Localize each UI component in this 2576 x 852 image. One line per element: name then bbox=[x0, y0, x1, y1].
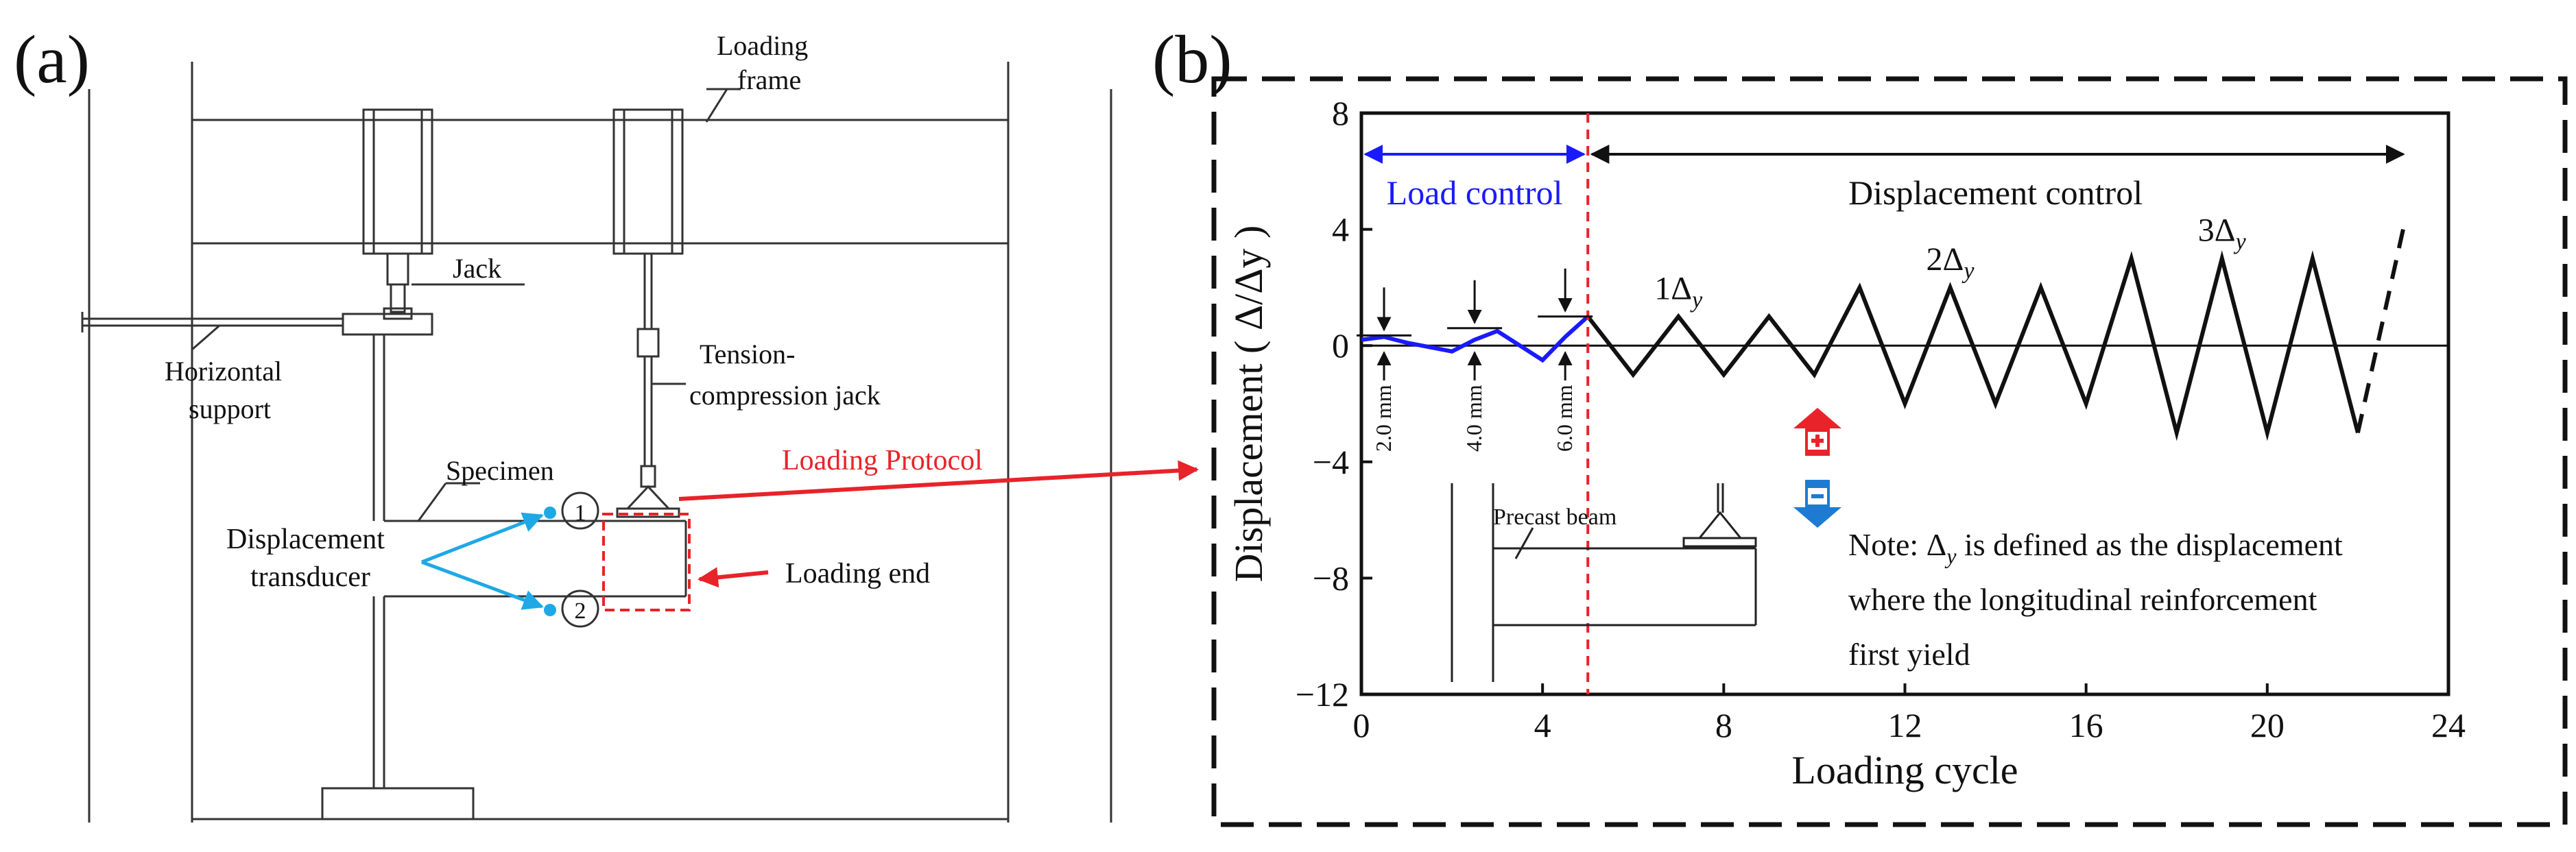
label-horizontal-support: Horizontal bbox=[165, 356, 282, 387]
panel-b-border bbox=[1211, 76, 2568, 827]
inset-precast-beam bbox=[1451, 483, 1757, 682]
y-tick-label-0: −12 bbox=[1296, 675, 1349, 714]
loading-end-arrow bbox=[697, 567, 769, 588]
panel-a-labels: (a) Loading frame Jack Horizontal suppor… bbox=[14, 21, 983, 624]
panel-a-test-setup bbox=[81, 62, 1112, 823]
x-tick-label-6: 24 bbox=[2431, 706, 2466, 744]
mm-label-1: 2.0 mm bbox=[1371, 385, 1396, 452]
sensor-2-label: 2 bbox=[575, 598, 586, 624]
note-line-2: where the longitudinal reinforcement bbox=[1848, 582, 2317, 617]
x-tick-label-4: 16 bbox=[2069, 706, 2103, 744]
label-horizontal-support-2: support bbox=[189, 393, 271, 424]
label-loading-protocol: Loading Protocol bbox=[782, 445, 983, 476]
transducer-arrows bbox=[421, 512, 544, 610]
transducer-dot-1 bbox=[544, 507, 556, 519]
note: Note: Δy is defined as the displacement … bbox=[1848, 527, 2343, 672]
label-jack: Jack bbox=[453, 253, 501, 284]
label-transducer: Displacement bbox=[226, 524, 385, 555]
amplitude-label-2: 2Δy bbox=[1927, 241, 1975, 284]
push-pull-icon bbox=[1793, 408, 1841, 528]
label-loading-frame-2: frame bbox=[737, 64, 801, 95]
sensor-1-label: 1 bbox=[575, 500, 586, 526]
amplitude-label-1: 1Δy bbox=[1654, 270, 1703, 313]
transducer-dot-2 bbox=[544, 604, 556, 616]
panel-b-label: (b) bbox=[1152, 21, 1232, 97]
label-loading-end: Loading end bbox=[785, 558, 930, 589]
load-control-label: Load control bbox=[1387, 173, 1563, 212]
mm-label-2: 4.0 mm bbox=[1462, 385, 1486, 452]
panel-a-label: (a) bbox=[14, 21, 90, 97]
y-tick-label-5: 8 bbox=[1332, 94, 1349, 132]
y-tick-label-4: 4 bbox=[1332, 210, 1349, 249]
x-tick-label-3: 12 bbox=[1888, 706, 1922, 744]
note-line-3: first yield bbox=[1848, 637, 1970, 672]
y-tick-label-3: 0 bbox=[1332, 326, 1349, 365]
x-tick-label-1: 4 bbox=[1534, 706, 1551, 744]
inset-label-precast-beam: Precast beam bbox=[1493, 504, 1617, 530]
y-tick-label-1: −8 bbox=[1313, 559, 1349, 597]
series-line-0 bbox=[1361, 315, 1590, 363]
x-tick-label-2: 8 bbox=[1715, 706, 1732, 744]
x-tick-label-0: 0 bbox=[1353, 706, 1370, 744]
displacement-control-label: Displacement control bbox=[1848, 173, 2143, 212]
x-tick-label-5: 20 bbox=[2250, 706, 2285, 744]
loading-protocol-arrow bbox=[678, 460, 1199, 501]
x-axis-label: Loading cycle bbox=[1791, 748, 2018, 792]
series-line-2 bbox=[2355, 228, 2405, 434]
label-tension-jack: Tension- bbox=[700, 339, 795, 369]
label-tension-jack-2: compression jack bbox=[689, 380, 881, 411]
label-transducer-2: transducer bbox=[250, 561, 370, 593]
amplitude-label-3: 3Δy bbox=[2198, 212, 2247, 255]
note-line-1: Note: Δy is defined as the displacement bbox=[1848, 527, 2343, 568]
series-line-1 bbox=[1586, 250, 2360, 441]
label-loading-frame: Loading bbox=[717, 30, 808, 61]
y-tick-label-2: −4 bbox=[1313, 443, 1349, 481]
label-specimen: Specimen bbox=[446, 455, 554, 486]
mm-label-3: 6.0 mm bbox=[1552, 385, 1577, 452]
y-axis-label: Displacement ( Δ/Δy ) bbox=[1226, 226, 1271, 583]
